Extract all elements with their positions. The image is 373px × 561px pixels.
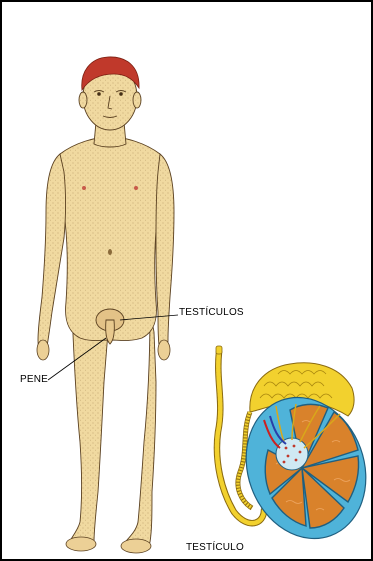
rete-testis: [276, 438, 308, 470]
right-leg: [122, 310, 156, 549]
left-leg: [68, 310, 108, 548]
human-body: [38, 64, 174, 549]
testis-diagram: [216, 346, 373, 555]
right-arm: [156, 154, 174, 354]
label-testiculo: TESTÍCULO: [186, 542, 244, 553]
label-pene: PENE: [20, 374, 48, 385]
left-arm: [38, 154, 66, 354]
navel: [108, 249, 112, 255]
label-testiculos: TESTÍCULOS: [179, 307, 244, 318]
